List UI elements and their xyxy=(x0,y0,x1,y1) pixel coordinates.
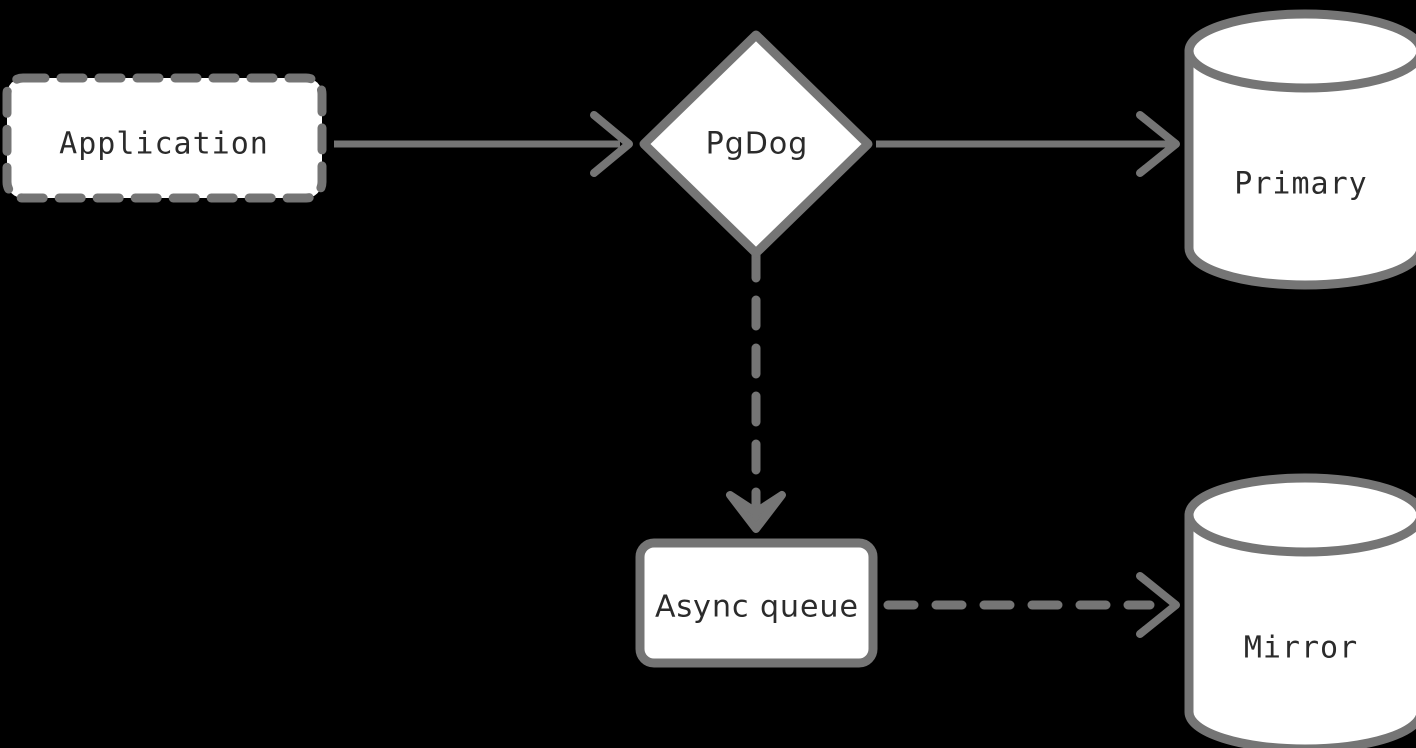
edge-application-to-pgdog-arrowhead xyxy=(590,111,633,177)
node-mirror-label: Mirror xyxy=(1244,631,1358,666)
node-primary-top-fill xyxy=(1189,14,1416,88)
node-mirror-body-border xyxy=(1184,510,1416,748)
node-mirror-top-fill xyxy=(1189,478,1416,552)
node-application-fill xyxy=(7,78,322,198)
edge-pgdog-to-primary-arrowhead xyxy=(1136,111,1180,177)
node-async-queue-label: Async queue xyxy=(655,590,859,625)
node-primary-body-border xyxy=(1184,46,1416,290)
node-mirror[interactable]: Mirror xyxy=(1184,473,1416,748)
node-pgdog-label: PgDog xyxy=(706,127,809,162)
node-primary-label: Primary xyxy=(1234,167,1367,202)
node-application-label: Application xyxy=(59,127,269,162)
node-application-border xyxy=(2,73,327,203)
edge-async-queue-to-mirror xyxy=(883,572,1180,638)
node-pgdog[interactable]: PgDog xyxy=(639,30,873,258)
node-async-queue[interactable]: Async queue xyxy=(635,538,878,668)
node-async-queue-border xyxy=(635,538,878,668)
node-primary-top-border xyxy=(1184,9,1416,93)
edge-application-to-pgdog xyxy=(334,111,633,177)
node-primary[interactable]: Primary xyxy=(1184,9,1416,290)
node-primary-body-fill xyxy=(1189,51,1416,285)
edge-pgdog-to-primary xyxy=(876,111,1180,177)
node-pgdog-border xyxy=(639,30,873,258)
node-mirror-body-fill xyxy=(1189,515,1416,748)
edge-pgdog-to-async-queue xyxy=(726,247,786,533)
node-application[interactable]: Application xyxy=(2,73,327,203)
node-mirror-top-border xyxy=(1184,473,1416,557)
edge-pgdog-to-async-queue-arrowhead xyxy=(726,491,786,533)
node-async-queue-fill xyxy=(640,543,873,663)
edge-async-queue-to-mirror-arrowhead xyxy=(1136,572,1180,638)
